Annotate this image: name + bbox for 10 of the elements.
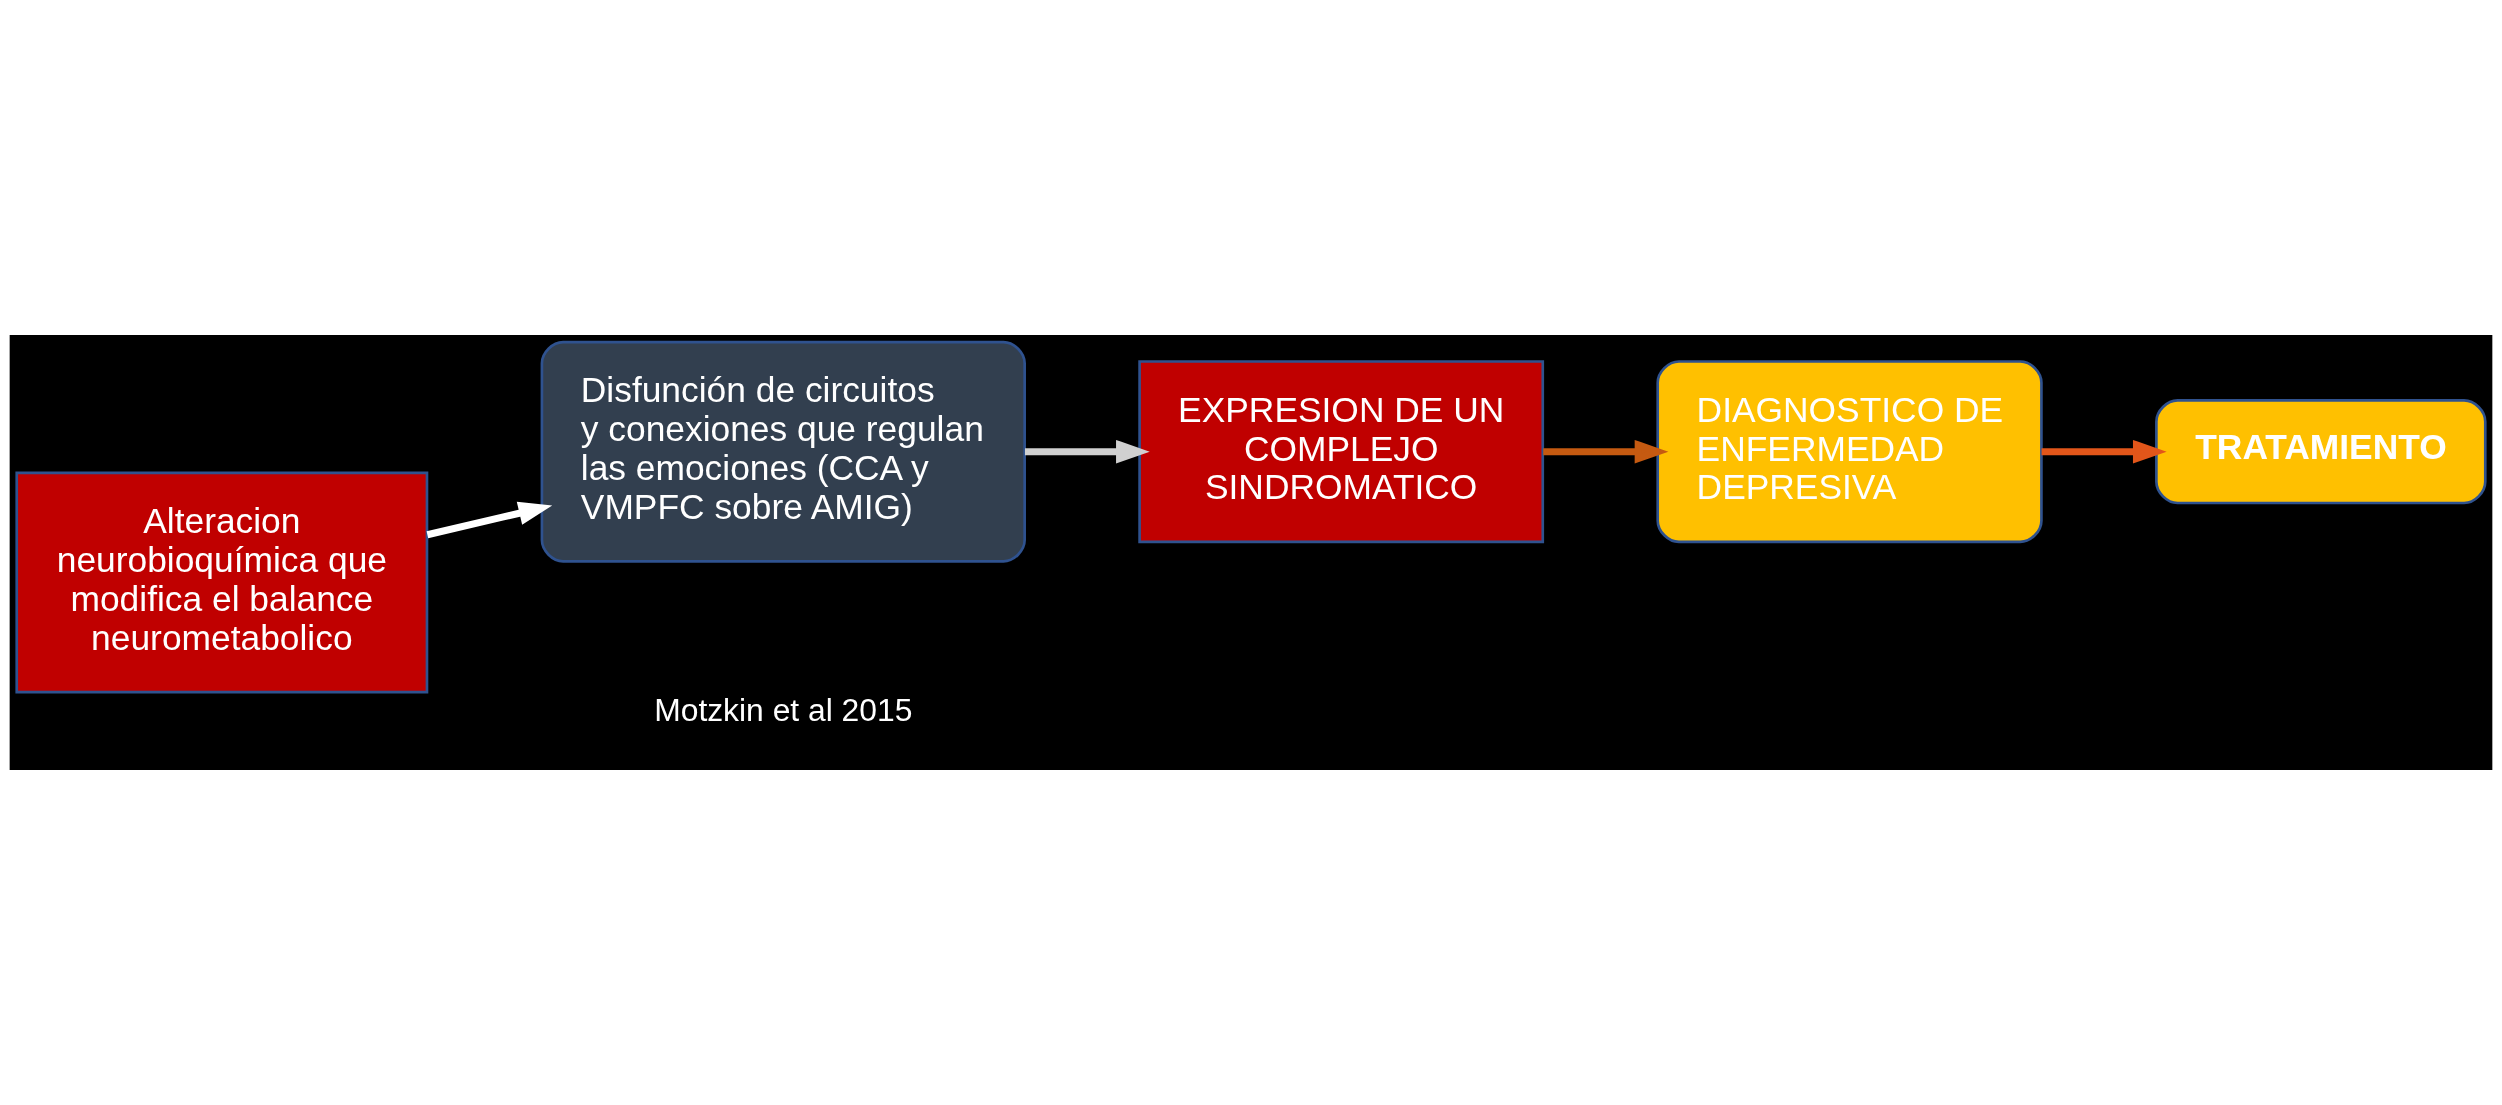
arrow bbox=[1025, 439, 1150, 464]
node-box: EXPRESION DE UN COMPLEJO SINDROMATICO bbox=[1138, 360, 1545, 544]
node-box: TRATAMIENTO bbox=[2155, 399, 2487, 505]
arrow bbox=[1543, 439, 1669, 464]
label: Motzkin et al 2015 bbox=[654, 692, 913, 729]
node-box: Alteracion neurobioquímica que modifica el balance neurometabolico bbox=[15, 471, 429, 694]
arrow bbox=[426, 501, 553, 539]
node-box: Disfunción de circuitos y conexiones que regulan las emociones (CCA y VMPFC sobre AMIG) bbox=[540, 340, 1026, 563]
arrow bbox=[2041, 439, 2167, 464]
node-box: DIAGNOSTICO DE ENFERMEDAD DEPRESIVA bbox=[1656, 360, 2043, 544]
